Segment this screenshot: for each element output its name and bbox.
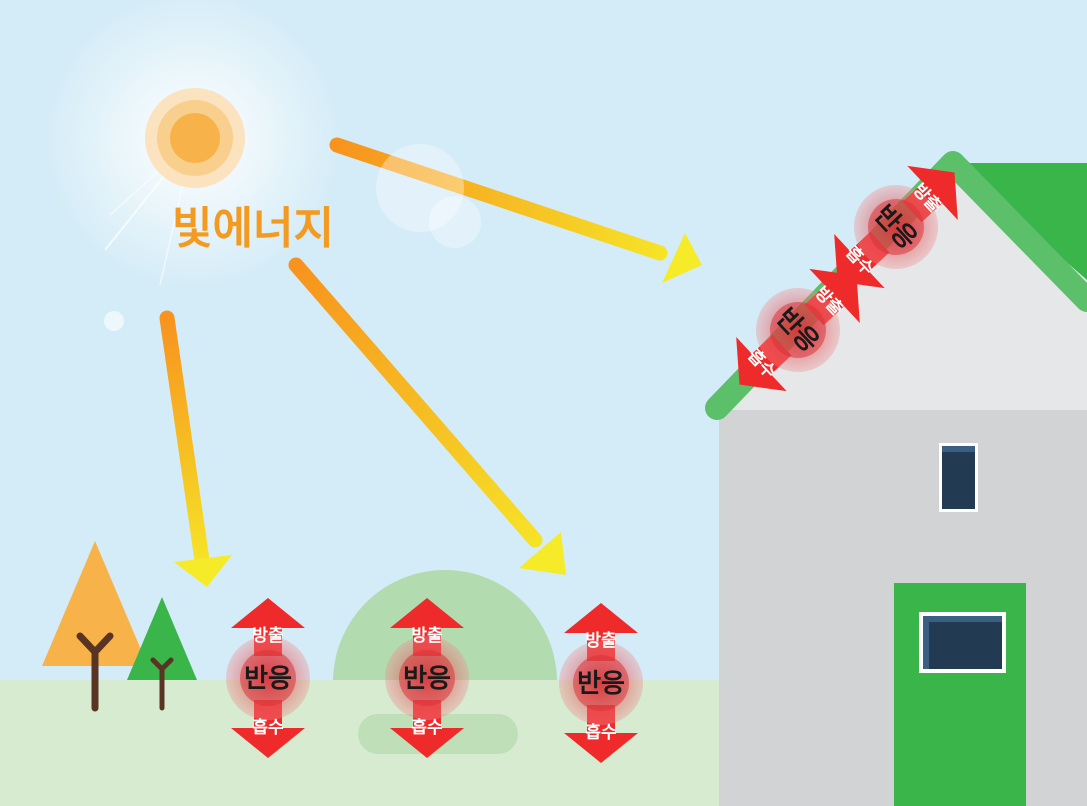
absorption-label: 흡수	[585, 722, 617, 743]
house	[705, 151, 1087, 806]
reaction-unit: 방출 반응 흡수	[385, 598, 469, 758]
reaction-label: 반응	[403, 664, 451, 694]
light-ray-to-roof	[329, 137, 702, 283]
door-window	[919, 612, 1006, 673]
green-tree	[127, 597, 197, 711]
absorption-arrow	[231, 700, 305, 758]
orange-tree	[42, 541, 148, 712]
absorption-arrow	[390, 700, 464, 758]
reaction-unit: 방출 반응 흡수	[834, 165, 958, 289]
emission-arrow	[564, 603, 638, 661]
emission-label: 방출	[585, 631, 617, 651]
emission-arrow	[390, 598, 464, 656]
absorption-label: 흡수	[252, 717, 284, 738]
emission-arrow	[231, 598, 305, 656]
emission-label: 방출	[411, 626, 443, 646]
sun-label: 빛에너지	[172, 203, 334, 254]
reaction-unit: 방출 반응 흡수	[226, 598, 310, 758]
reaction-label: 반응	[244, 664, 292, 694]
sun	[43, 0, 343, 290]
reaction-label: 반응	[577, 669, 625, 699]
upper-window	[939, 443, 978, 512]
light-bokeh	[104, 144, 481, 331]
light-ray-to-hill	[288, 257, 566, 575]
absorption-arrow	[564, 705, 638, 763]
reaction-unit: 방출 반응 흡수	[736, 268, 860, 392]
light-ray-to-ground	[159, 310, 232, 587]
absorption-label: 흡수	[411, 717, 443, 738]
reaction-unit: 방출 반응 흡수	[559, 603, 643, 763]
emission-label: 방출	[252, 626, 284, 646]
